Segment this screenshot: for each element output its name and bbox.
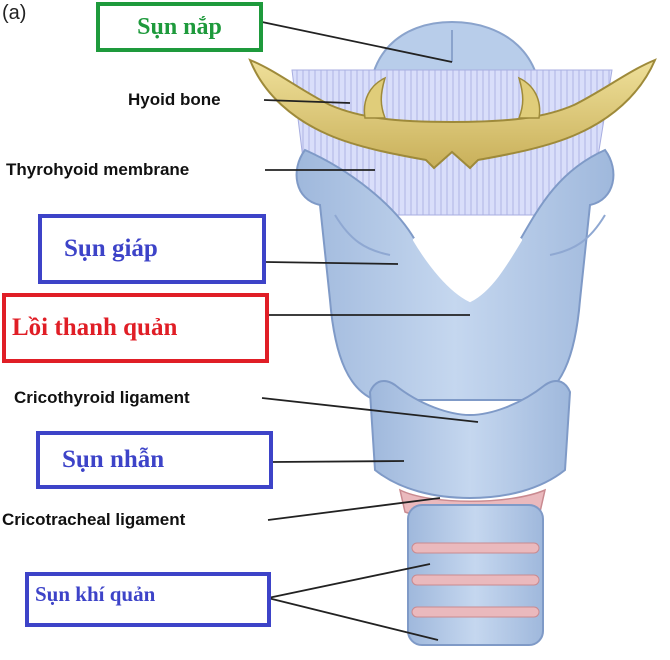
- laryngeal-prominence-label: Lồi thanh quản: [12, 314, 178, 341]
- tracheal-ring: [411, 574, 540, 586]
- thyrohyoid-membrane-label: Thyrohyoid membrane: [6, 160, 190, 179]
- leader-epiglottis: [261, 21, 453, 63]
- cricoid-cartilage-label: Sụn nhẫn: [62, 446, 165, 473]
- leader-tracheal-cartilage-a: [267, 563, 431, 599]
- leader-lines: [261, 21, 479, 641]
- tracheal-cartilage-label-box: Sụn khí quản: [25, 572, 271, 627]
- cricotracheal-ligament-label: Cricotracheal ligament: [2, 510, 186, 529]
- leader-cricothyroid-ligament: [261, 397, 479, 423]
- cricoid-cartilage-shape: [368, 379, 572, 500]
- leader-cricotracheal-ligament: [267, 497, 441, 521]
- hyoid-horn-left: [363, 76, 387, 119]
- cricoid-cartilage-label-box: Sụn nhẫn: [36, 431, 273, 489]
- cricothyroid-ligament-label: Cricothyroid ligament: [14, 388, 190, 407]
- thyroid-lamina-left: [334, 214, 391, 256]
- leader-cricoid-cartilage: [271, 460, 405, 463]
- panel-letter: (a): [2, 2, 27, 24]
- tracheal-ring: [411, 606, 540, 618]
- thyroid-notch: [413, 238, 522, 303]
- epiglottis-label: Sụn nắp: [137, 13, 222, 40]
- leader-hyoid-bone: [263, 99, 351, 104]
- hyoid-bone-label: Hyoid bone: [128, 90, 221, 109]
- epiglottis-label-box: Sụn nắp: [96, 2, 263, 52]
- thyroid-cartilage-label-box: Sụn giáp: [38, 214, 266, 284]
- laryngeal-prominence-label-box: Lồi thanh quản: [2, 293, 269, 363]
- leader-thyroid-cartilage: [265, 261, 399, 265]
- leader-tracheal-cartilage-b: [267, 597, 439, 641]
- thyroid-lamina-right: [549, 214, 606, 256]
- tracheal-cartilage-label: Sụn khí quản: [35, 582, 156, 606]
- tracheal-ring: [411, 542, 540, 554]
- hyoid-horn-right: [517, 76, 541, 119]
- thyroid-cartilage-label: Sụn giáp: [64, 235, 158, 262]
